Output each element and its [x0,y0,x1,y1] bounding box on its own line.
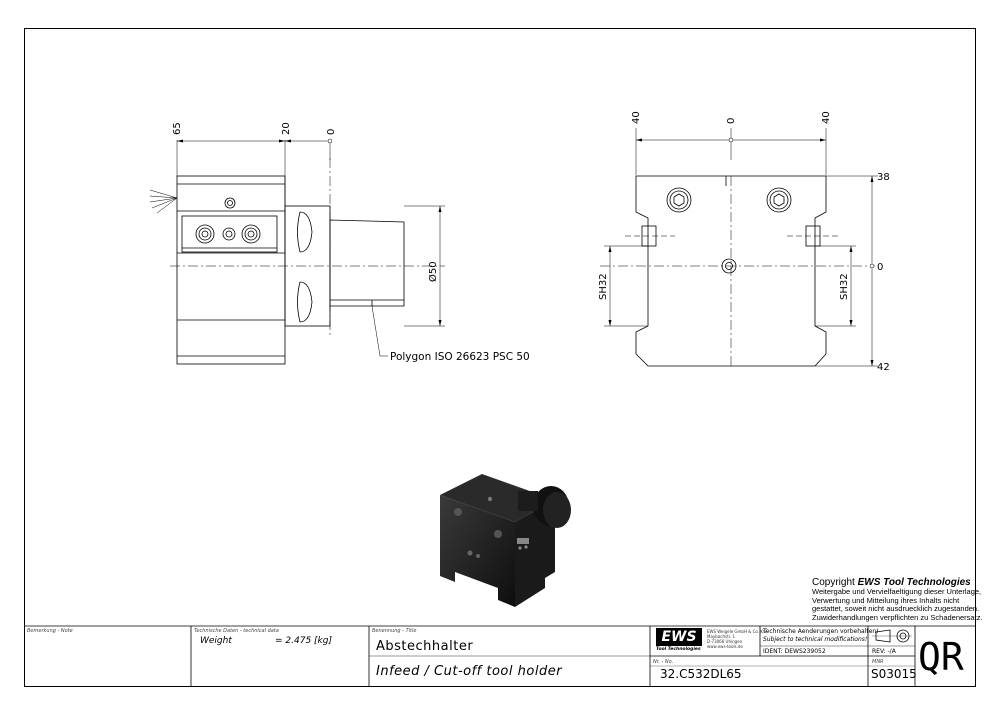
qr-label: QR [918,635,964,679]
mnr-number: S03015 [871,667,917,681]
company-line: D-73066 Uhingen [707,639,743,644]
dim-0-right: 0 [877,262,883,273]
ident-number: IDENT: DEWS239052 [763,648,826,655]
dim-diameter: Ø50 [427,261,439,282]
dim-20: 20 [281,122,292,135]
isometric-render [440,474,571,607]
weight-label: Weight [200,636,232,646]
dim-0-front: 0 [726,118,737,124]
dim-38: 38 [877,172,890,183]
copyright-notice: Copyright EWS Tool Technologies Weiterga… [812,577,983,622]
ews-logo-sub: Tool Technologies [656,647,701,652]
copyright-line: gestattet, soweit nicht ausdruecklich zu… [812,604,980,614]
mnr-label: MNR [872,659,884,665]
company-line: www.ews-tools.de [707,644,743,649]
number-label: Nr. - No. [653,659,674,665]
changes-german: Technische Aenderungen vorbehalten! [763,628,879,635]
dim-40-left: 40 [631,111,642,124]
ews-logo: EWS [656,628,702,646]
title-german: Abstechhalter [376,639,474,654]
copyright-prefix: Copyright [812,577,855,588]
dim-sh32-right: SH32 [839,273,850,300]
side-view [149,138,445,365]
revision: REV: -/A [872,648,896,655]
front-view [600,128,878,367]
company-address: EWS Weigele GmbH & Co. KG Maybachstr. 1 … [707,629,766,649]
dim-40-right: 40 [821,111,832,124]
company-line: EWS Weigele GmbH & Co. KG [707,629,767,634]
tech-data-label: Technische Daten - technical data [194,628,279,634]
dim-42: 42 [877,362,890,373]
weight-value: = 2.475 [kg] [275,636,332,646]
company-line: Maybachstr. 1 [707,634,736,639]
title-label: Benennung - Title [372,628,417,634]
copyright-line: Zuwiderhandlungen verpflichten zu Schade… [812,612,983,622]
part-number: 32.C532DL65 [660,667,742,681]
copyright-line: Weitergabe und Vervielfaeltigung dieser … [812,587,982,596]
remark-label: Bemerkung - Note [27,628,73,634]
polygon-note: Polygon ISO 26623 PSC 50 [390,351,530,363]
copyright-title: Copyright EWS Tool Technologies [812,577,983,588]
title-english: Infeed / Cut-off tool holder [376,664,563,679]
title-block-grid [24,625,976,686]
sheet-frame [24,28,976,687]
copyright-brand: EWS Tool Technologies [857,577,971,588]
dim-0-side: 0 [326,129,337,135]
dim-65: 65 [172,122,183,135]
dim-sh32-left: SH32 [598,273,609,300]
changes-english: Subject to technical modifications! [763,636,868,643]
copyright-line: Verwertung und Mitteilung ihres Inhalts … [812,595,960,605]
